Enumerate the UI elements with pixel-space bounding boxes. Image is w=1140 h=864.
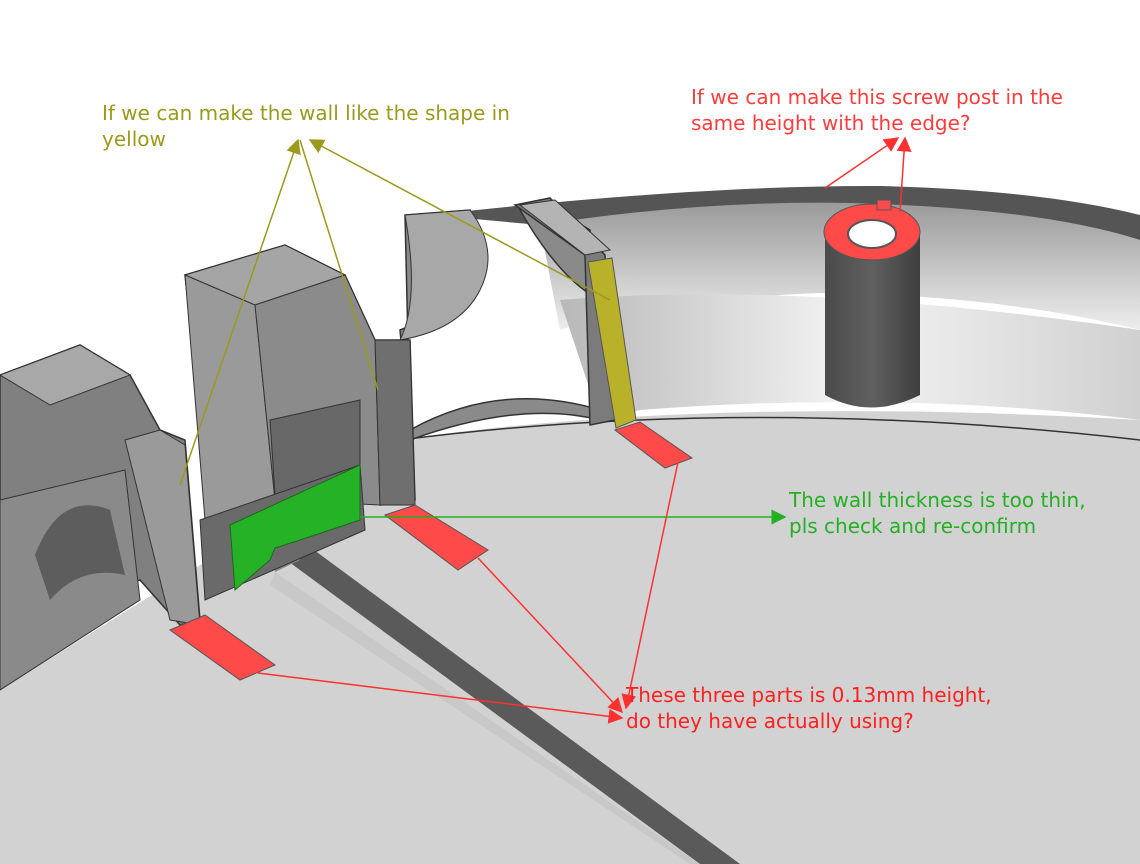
yellow-wall-highlight (587, 257, 637, 429)
outer-rim (430, 185, 1140, 240)
red-part-left (168, 614, 277, 681)
red-arrows (257, 136, 912, 724)
red-part-right (613, 421, 694, 469)
screw-post-note: If we can make this screw post in the sa… (691, 85, 1063, 135)
red-part-middle (383, 504, 489, 571)
thin-parts-note: These three parts is 0.13mm height, do t… (626, 683, 992, 733)
yellow-arrows (179, 138, 611, 486)
green-wall-highlight (229, 464, 361, 592)
wall-thickness-note: The wall thickness is too thin, pls chec… (789, 488, 1086, 538)
screw-post (825, 232, 920, 408)
floor-rib (270, 536, 740, 864)
wall-shape-note: If we can make the wall like the shape i… (102, 101, 510, 151)
